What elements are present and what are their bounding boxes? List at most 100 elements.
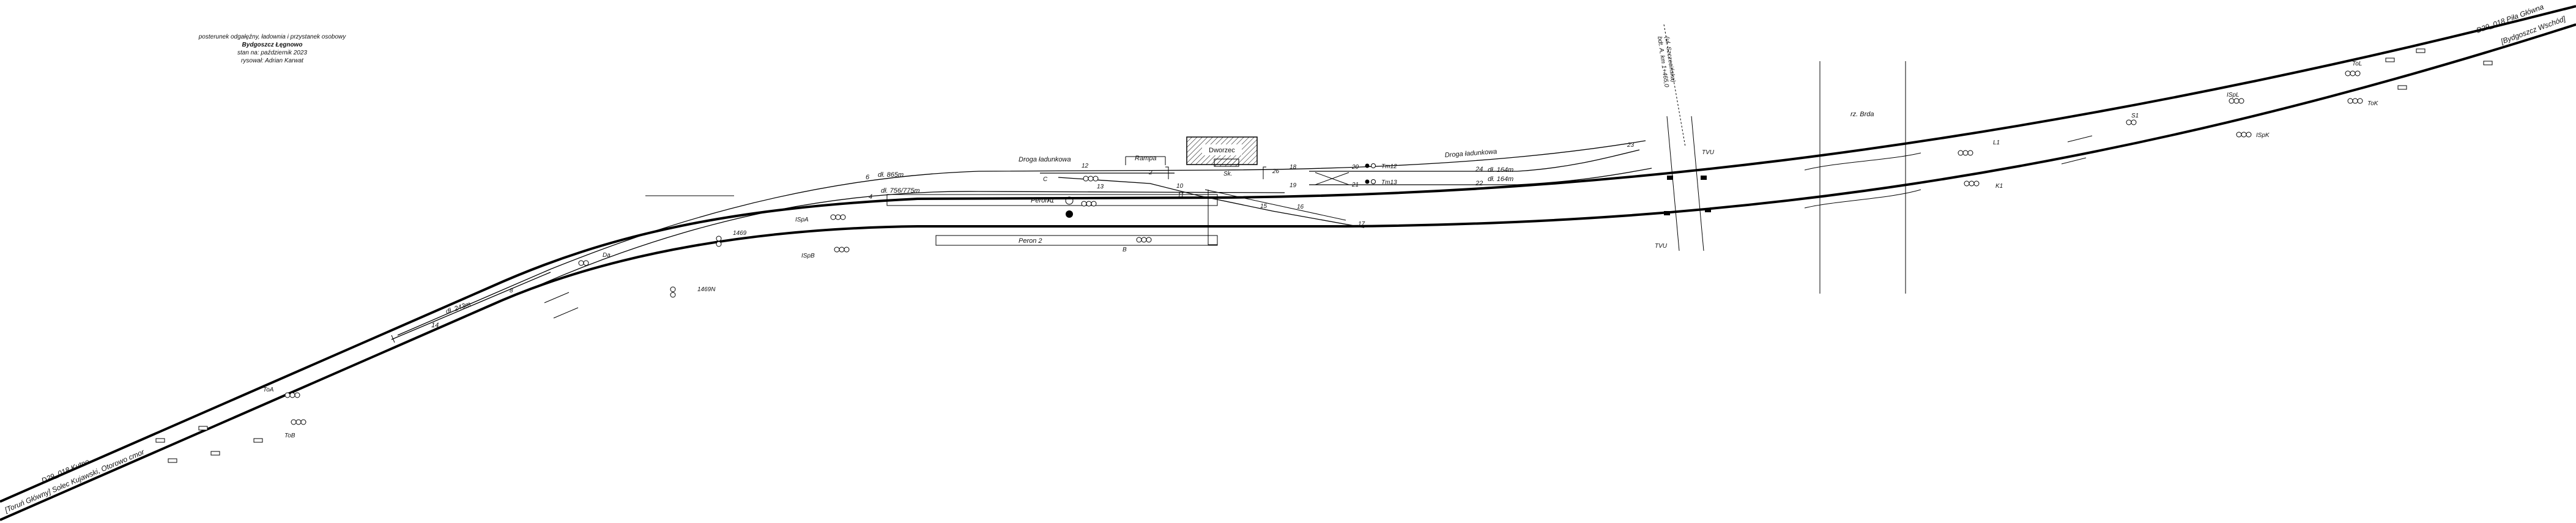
svg-text:6: 6 [866,174,870,181]
signal-group-middle: Tm12 Tm13 TVU TVU [1365,149,1715,250]
header-line-3: stan na: październik 2023 [237,50,307,56]
ramp-label: Rampa [1135,155,1156,162]
bumper-depot [1263,166,1266,179]
signal-ISpA: ISpA [795,214,846,223]
switch-10: 10 [1176,183,1184,190]
signal-TVU-lower: TVU [1655,208,1711,250]
switch-8: 8 [510,287,513,294]
bumper-left [391,335,395,343]
signal-S1: S1 [2126,113,2139,125]
signal-ISpL: ISpL [2227,92,2244,104]
svg-text:ToL: ToL [2352,61,2362,67]
svg-text:Tm12: Tm12 [1381,163,1397,170]
svg-text:dł. 243m: dł. 243m [445,300,472,315]
road-label-right: Droga ładunkowa [1444,148,1497,159]
sk-label: Sk. [1223,171,1232,177]
switch-diagonal-c [1315,172,1349,185]
svg-text:L1: L1 [1993,139,2000,146]
switch-18: 18 [1290,164,1297,171]
svg-text:1469N: 1469N [697,286,716,293]
signal-group-right: ToL ToK ISpL ISpK L1 K1 S1 [1958,61,2379,190]
svg-text:24: 24 [1475,166,1483,173]
signal-ToB: ToB [284,419,306,439]
main-track-upper [0,5,2576,503]
track-12 [1058,177,1365,228]
svg-text:1469: 1469 [733,230,747,237]
svg-text:ToA: ToA [263,387,274,393]
main-track-lower [0,23,2576,521]
svg-text:4: 4 [869,193,872,201]
switch-15: 15 [1260,203,1268,210]
platform-2: Peron 2 [935,235,1218,246]
insulated-joints [544,87,2311,319]
header-line-2: Bydgoszcz Łęgnowo [242,42,303,48]
signal-ISpK: ISpK [2236,132,2270,139]
signal-C: C [1043,176,1099,183]
signal-TVU-upper: TVU [1667,149,1715,180]
platform-1: Peron 1 [886,194,1218,206]
switch-16: 16 [1297,204,1304,210]
track-label-4: 4 dł. 756/775m [869,187,920,201]
signal-Da: Da [578,252,611,266]
svg-text:ISpK: ISpK [2256,132,2270,139]
signal-Tm13: Tm13 [1365,179,1397,186]
track-22 [1309,168,1652,185]
signal-A: A [1047,198,1097,207]
switch-11: 11 [1178,192,1184,199]
river-brda: rz. Brda [1804,61,1921,294]
platform-bracket [1208,190,1217,245]
svg-text:B: B [1123,247,1127,253]
switch-numbers: 2 10 11 12 13 8 15 16 17 18 19 20 21 23 … [510,142,1635,294]
platform-1-label: Peron 1 [1031,197,1055,204]
track-24 [1309,149,1640,172]
diagram-header: posterunek odgałęźny, ładownia i przysta… [198,34,347,64]
siding-track-4 [519,191,1285,294]
signal-ISpB: ISpB [801,247,850,259]
signal-ToA: ToA [263,387,300,398]
switch-diagonal-a [1204,189,1346,221]
svg-text:14: 14 [431,322,439,329]
svg-text:dł. 756/775m: dł. 756/775m [881,187,920,195]
signal-ToL: ToL [2345,61,2362,76]
siding-track-6 [397,140,1646,336]
svg-text:ToB: ToB [284,432,295,439]
svg-text:ISpB: ISpB [801,253,815,259]
signal-group-left: ToA ToB Da 1469 1469N ISpA ISpB B [263,176,1152,439]
header-line-1: posterunek odgałęźny, ładownia i przysta… [198,34,347,40]
switch-26: 26 [1272,168,1280,175]
signal-Tm12: Tm12 [1365,163,1397,170]
svg-text:ISpA: ISpA [795,217,809,223]
svg-text:ISpL: ISpL [2227,92,2240,98]
svg-text:Da: Da [603,252,611,259]
svg-text:dł. 865m: dł. 865m [878,171,904,179]
switch-20: 20 [1351,164,1359,171]
svg-text:22: 22 [1475,180,1483,187]
svg-text:dł. 164m: dł. 164m [1488,176,1513,183]
side-branch: bdt. A, km 1+465,0 (ul. Szczecińska) [1656,24,1704,251]
signal-L1: L1 [1958,139,2000,156]
switch-13: 13 [1097,184,1104,190]
signal-ToK: ToK [2347,98,2379,107]
switch-17: 17 [1358,221,1365,228]
header-line-4: rysował: Adrian Karwat [241,57,304,64]
platform-2-label: Peron 2 [1019,237,1042,245]
track-label-22: 22 dł. 164m [1475,176,1513,187]
left-direction-label: [Toruń Główny] Solec Kujawski, Otorowo c… [3,447,146,514]
signal-K1: K1 [1964,180,2003,190]
signal-1469: 1469 [716,230,747,247]
bell-icon [1066,210,1073,218]
svg-text:TVU: TVU [1655,243,1668,250]
switch-23: 23 [1627,142,1635,149]
river-label: rz. Brda [1850,111,1874,118]
siding-track-14 [391,272,551,340]
switch-21: 21 [1351,182,1359,188]
signal-B: B [1123,237,1152,253]
signal-1469N: 1469N [670,286,716,298]
svg-text:A: A [1047,198,1052,204]
depot-building: Dworzec [1186,136,1258,167]
svg-text:ToK: ToK [2367,100,2379,107]
marker-icon [1065,196,1074,205]
bumper-ramp [1165,166,1169,179]
switch-2: 2 [1148,169,1153,176]
